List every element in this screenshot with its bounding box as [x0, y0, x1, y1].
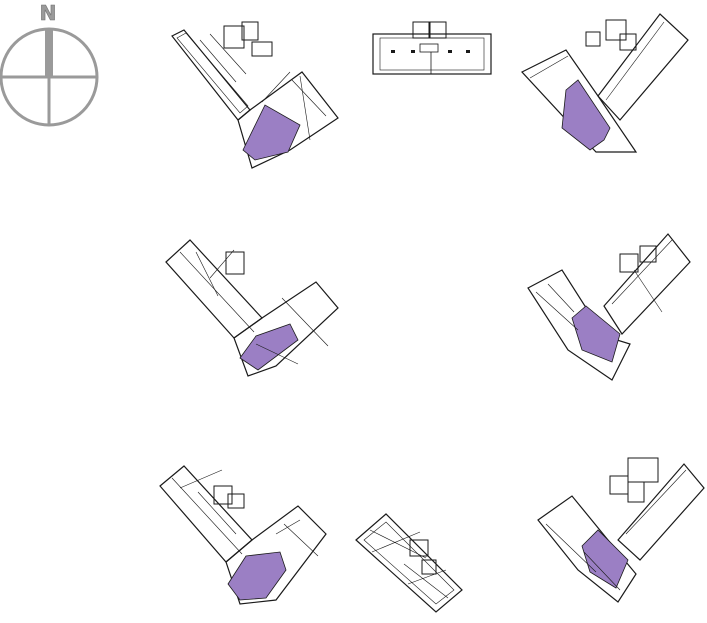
north-label: N	[40, 1, 57, 25]
highlighted-unit-6	[227, 551, 287, 601]
north-compass-icon: N	[0, 1, 99, 127]
building-unit-5	[527, 233, 691, 381]
highlighted-unit-5	[571, 305, 621, 363]
building-unit-2	[372, 21, 492, 75]
building-unit-6	[159, 465, 327, 605]
building-unit-1	[171, 21, 339, 169]
highlighted-unit-1	[242, 104, 301, 161]
highlighted-unit-8	[581, 529, 629, 589]
building-unit-4	[165, 239, 339, 377]
building-unit-8	[537, 457, 705, 603]
compass-north-needle	[45, 29, 53, 77]
building-unit-3	[521, 13, 689, 153]
highlighted-unit-4	[239, 323, 299, 371]
building-unit-7	[355, 513, 463, 613]
highlighted-unit-3	[561, 79, 611, 151]
